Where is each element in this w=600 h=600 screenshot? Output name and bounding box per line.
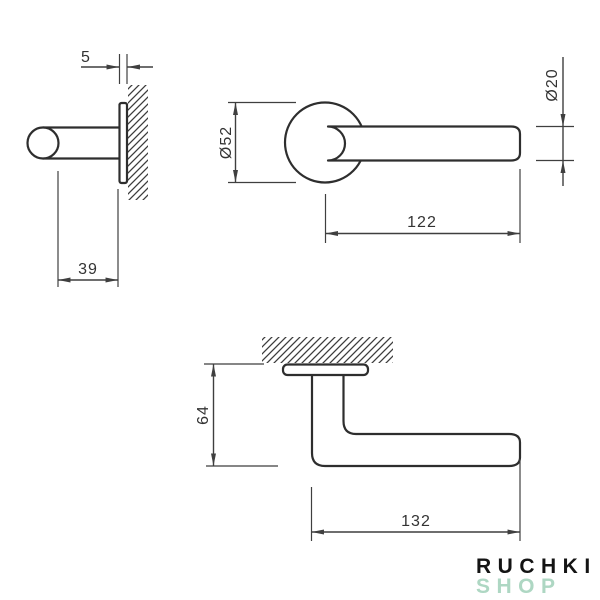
shop-logo-line1: RUCHKI (476, 555, 597, 578)
dim-label-overall-depth: 64 (195, 405, 212, 425)
shop-logo: RUCHKI SHOP (476, 555, 597, 598)
side-view: 5 39 (26, 49, 153, 287)
dimension-projection: 39 (57, 171, 119, 287)
rose-plate-side (118, 101, 129, 185)
dim-label-lever-diameter: Ø20 (544, 68, 561, 101)
top-view: 64 132 (195, 337, 522, 541)
lever-front (326, 125, 522, 162)
dim-label-rose-thickness: 5 (81, 49, 91, 66)
shop-logo-line2: SHOP (476, 575, 562, 598)
wall-hatch-side (128, 85, 148, 200)
dim-label-rose-diameter: Ø52 (218, 126, 235, 159)
dimension-lever-diameter: Ø20 (536, 57, 574, 186)
dimension-rose-thickness: 5 (81, 49, 153, 84)
dimension-overall-depth: 64 (195, 363, 278, 467)
dimension-lever-length: 122 (324, 169, 521, 243)
dim-label-overall-length: 132 (401, 513, 431, 530)
dim-label-lever-length: 122 (407, 214, 437, 231)
wall-hatch-top (262, 337, 393, 363)
dim-label-projection: 39 (78, 261, 98, 278)
rose-plate-top (281, 363, 370, 377)
dimension-overall-length: 132 (310, 459, 521, 541)
front-view: Ø52 Ø20 122 (218, 57, 574, 243)
dimension-rose-diameter: Ø52 (218, 101, 296, 184)
grip-end-circle (26, 126, 60, 160)
lever-top-profile (310, 374, 522, 468)
